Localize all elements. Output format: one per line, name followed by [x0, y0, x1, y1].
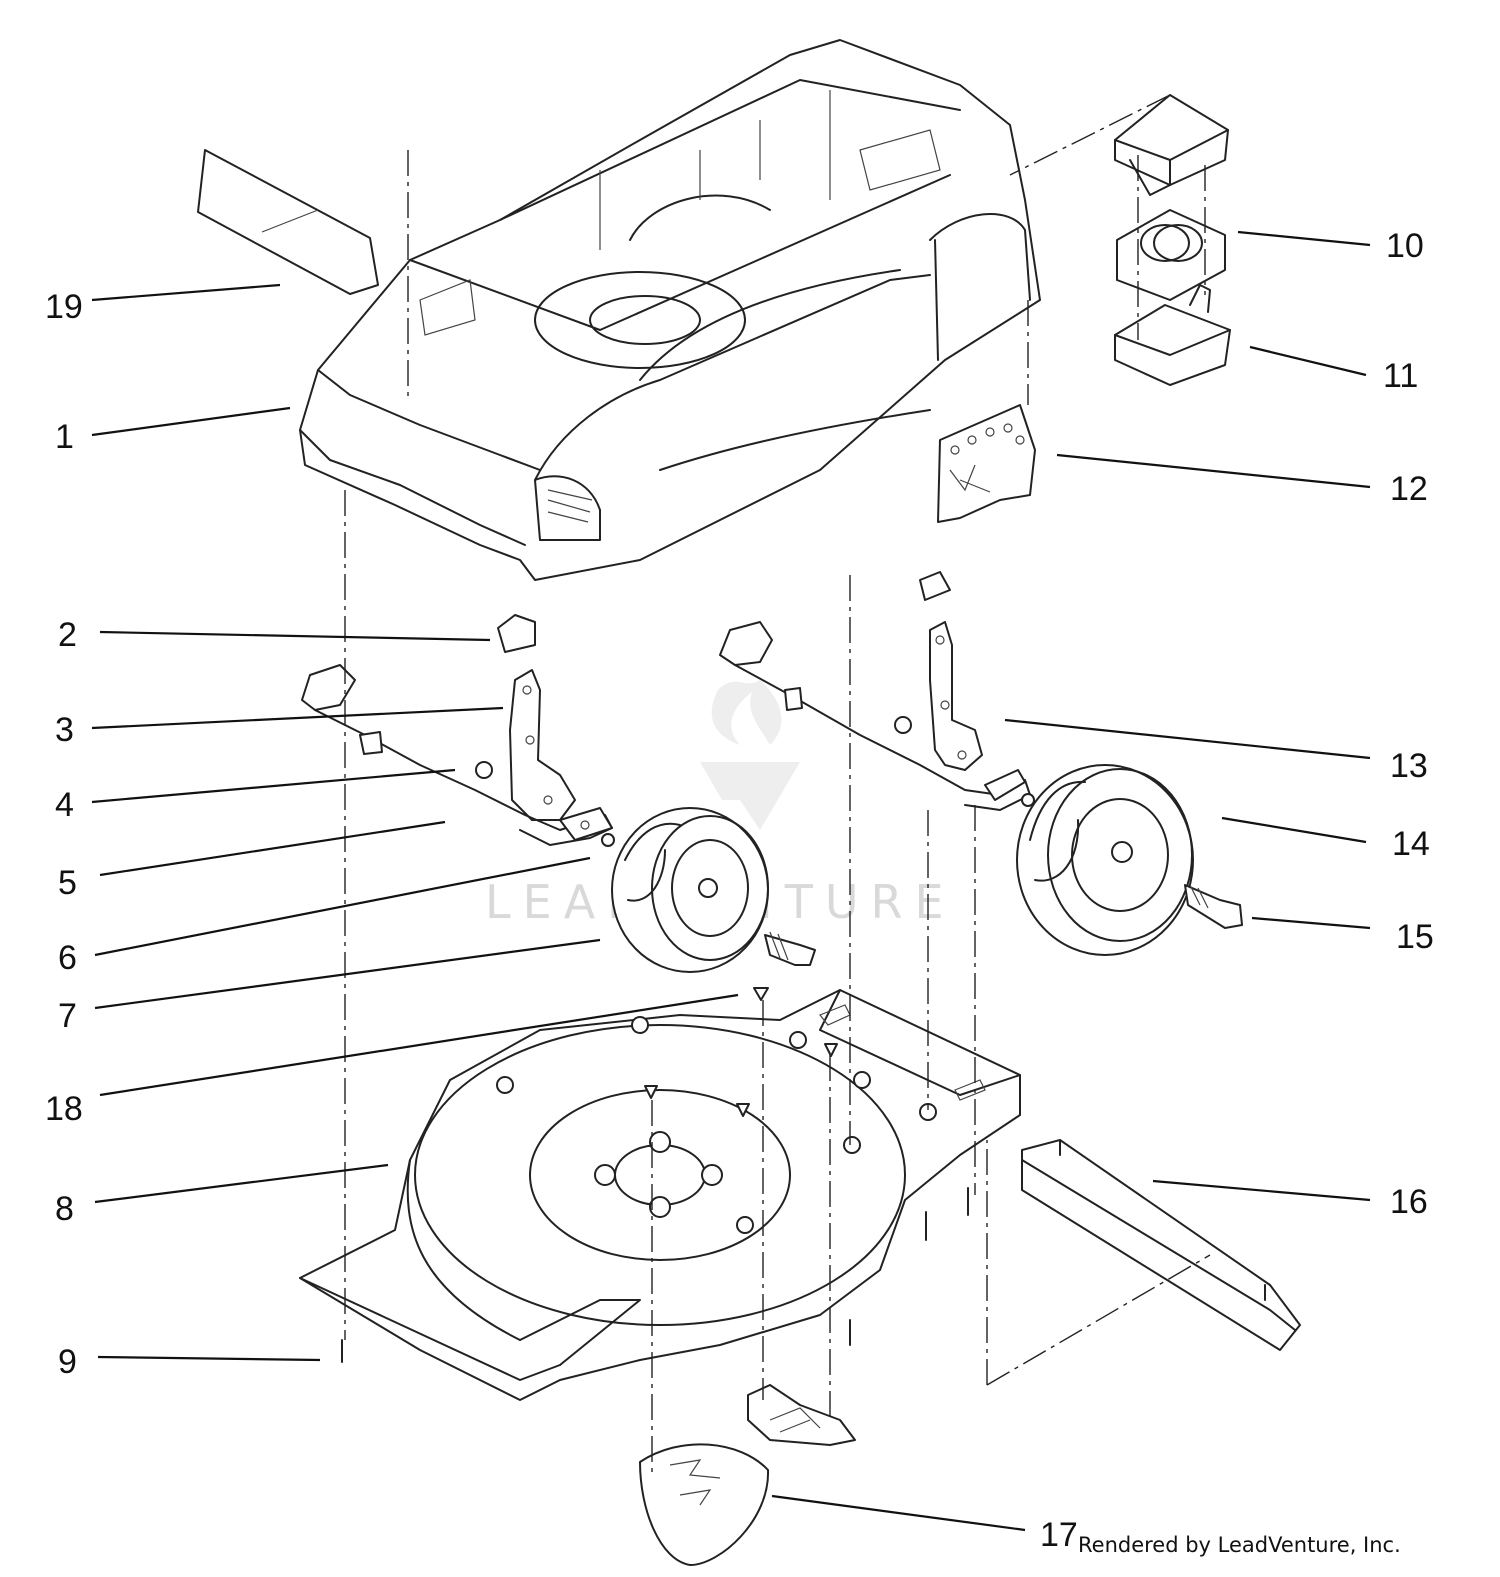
- nut-4: [475, 761, 493, 779]
- bolt-7: [764, 934, 816, 966]
- callout-11: 11: [1383, 357, 1418, 395]
- screws-18: [341, 987, 969, 1363]
- housing-1: [299, 39, 1041, 581]
- callout-5: 5: [58, 864, 77, 902]
- bracket-3: [509, 669, 576, 821]
- callout-7: 7: [58, 997, 77, 1035]
- callout-8: 8: [55, 1190, 74, 1228]
- callout-19: 19: [45, 288, 83, 326]
- deflectors-17: [639, 1384, 856, 1566]
- left-axle-assembly: [301, 614, 615, 847]
- height-plate-12: [937, 404, 1036, 523]
- decal-19: [197, 149, 379, 295]
- callout-9: 9: [58, 1343, 77, 1381]
- clip-2: [497, 614, 536, 653]
- callout-labels: 19 1 2 3 4 5 6 7 18 8 9 10 11 12 13 14 1…: [45, 227, 1434, 1554]
- right-axle-assembly: [719, 571, 1243, 956]
- callout-10: 10: [1386, 227, 1424, 265]
- callout-13: 13: [1390, 747, 1428, 785]
- callout-17: 17: [1040, 1516, 1078, 1554]
- clip-13a: [919, 571, 951, 601]
- credit-text: Rendered by LeadVenture, Inc.: [1078, 1533, 1401, 1557]
- callout-18: 18: [45, 1090, 83, 1128]
- callout-15: 15: [1396, 918, 1434, 956]
- leader-lines: [91, 230, 1371, 1532]
- deck-8: [299, 989, 1021, 1401]
- switch-assembly-10-11: [1114, 94, 1231, 386]
- assembly-lines: [344, 94, 1211, 1475]
- callout-3: 3: [55, 711, 74, 749]
- callout-1: 1: [55, 418, 74, 456]
- callout-6: 6: [58, 939, 77, 977]
- washer-6: [601, 833, 615, 847]
- callout-2: 2: [58, 616, 77, 654]
- callout-12: 12: [1390, 470, 1428, 508]
- callout-14: 14: [1392, 825, 1430, 863]
- callout-16: 16: [1390, 1183, 1428, 1221]
- rear-shield-16: [1021, 1139, 1301, 1351]
- callout-4: 4: [55, 786, 74, 824]
- wheel-7: [611, 807, 816, 973]
- bolt-15: [1184, 884, 1243, 929]
